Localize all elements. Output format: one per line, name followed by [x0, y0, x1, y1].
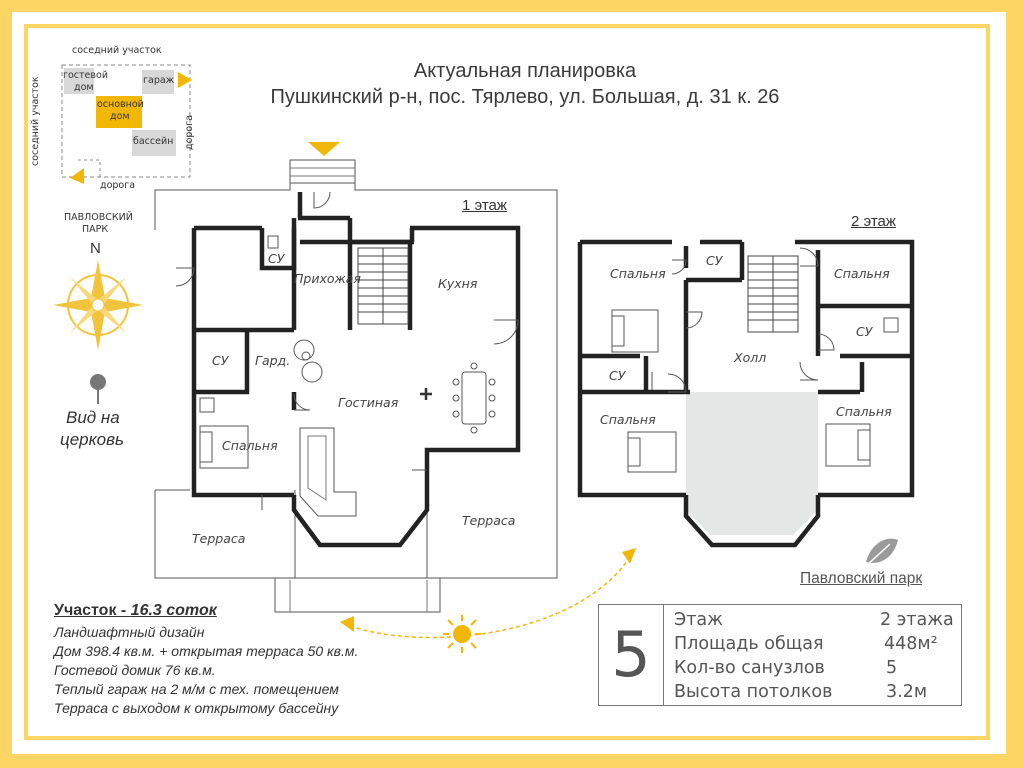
map-road-right: дорога [184, 114, 195, 150]
compass-rose-icon [53, 260, 143, 350]
stat-label-bathrooms: Кол-во санузлов [674, 658, 825, 678]
white-panel [12, 12, 1006, 754]
f1-terrace-right: Терраса [462, 513, 516, 528]
floor2-plan [577, 239, 915, 548]
f2-hall: Холл [734, 350, 767, 365]
church-label-1: Вид на [66, 408, 120, 427]
map-pin-icon [90, 374, 106, 404]
map-road-bottom: дорога [100, 180, 136, 191]
stat-value-ceiling: 3.2м [886, 682, 928, 702]
map-park-1: ПАВЛОВСКИЙ [64, 212, 133, 223]
stairs-floor2 [747, 255, 799, 333]
plot-line-4: Теплый гараж на 2 м/м с тех. помещением [54, 681, 339, 697]
stat-value-area: 448м² [884, 634, 938, 654]
plot-line-2: Дом 398.4 кв.м. + открытая терраса 50 кв… [54, 643, 359, 659]
page-title: Актуальная планировка [413, 60, 637, 82]
map-guest-house-1: гостевой [63, 70, 108, 81]
bed-floor1 [199, 425, 249, 469]
plot-heading-value: 16.3 соток [130, 602, 217, 619]
entrance-arrow-icon [308, 142, 340, 156]
f2-su-right: СУ [856, 324, 873, 339]
map-neighbor-top: соседний участок [72, 45, 162, 56]
f1-wardrobe: Гард. [255, 353, 291, 368]
stat-label-area: Площадь общая [674, 634, 824, 654]
plot-line-3: Гостевой домик 76 кв.м. [54, 662, 216, 678]
stat-label-ceiling: Высота потолков [674, 682, 833, 702]
map-main-house-2: дом [110, 111, 130, 122]
view-arrow-icon [178, 72, 192, 88]
stat-value-floors: 2 этажа [880, 610, 954, 630]
plot-heading: Участок - 16.3 соток [54, 602, 217, 620]
inner-yellow-frame [24, 24, 990, 740]
stat-label-floors: Этаж [674, 610, 723, 630]
f1-terrace-left: Терраса [192, 531, 246, 546]
plot-line-1: Ландшафтный дизайн [54, 624, 205, 640]
f1-su1: СУ [268, 251, 285, 266]
sun-icon [443, 615, 481, 653]
stat-value-bathrooms: 5 [886, 658, 898, 678]
plot-line-5: Терраса с выходом к открытому бассейну [54, 700, 339, 716]
map-pool: бассейн [133, 136, 174, 147]
f1-bedroom: Спальня [222, 438, 278, 453]
f2-su-top: СУ [706, 253, 723, 268]
floor2-label: 2 этаж [851, 213, 896, 230]
site-map [61, 64, 192, 184]
plot-heading-prefix: Участок - [54, 602, 131, 619]
f2-su-left: СУ [609, 368, 626, 383]
entry-arrow-icon [70, 168, 84, 184]
map-park-2: ПАРК [82, 224, 109, 235]
fireplace-mark [420, 388, 432, 400]
f1-su2: СУ [212, 353, 229, 368]
stairs-floor1 [357, 247, 409, 325]
dining-table [452, 362, 496, 434]
armchairs [293, 339, 323, 383]
beds-floor2 [611, 309, 871, 473]
map-guest-house-2: дом [74, 82, 94, 93]
leaf-icon [865, 538, 898, 567]
f1-hall: Прихожая [294, 271, 361, 286]
map-main-house-1: основной [97, 99, 144, 110]
church-label-2: церковь [60, 430, 124, 449]
f2-bedroom-bl: Спальня [600, 412, 656, 427]
floor1-label: 1 этаж [462, 197, 507, 214]
page-address: Пушкинский р-н, пос. Тярлево, ул. Больша… [270, 86, 780, 108]
f2-bedroom-tr: Спальня [834, 266, 890, 281]
f2-bedroom-br: Спальня [836, 404, 892, 419]
f2-bedroom-tl: Спальня [610, 266, 666, 281]
f1-living: Гостиная [338, 395, 399, 410]
map-neighbor-left: соседний участок [30, 76, 41, 166]
sofa [299, 427, 357, 517]
stats-box: 5 [598, 604, 962, 706]
park-label: Павловский парк [800, 570, 923, 587]
sun-path [340, 548, 636, 639]
stats-number: 5 [599, 605, 664, 705]
f1-kitchen: Кухня [438, 276, 478, 291]
map-garage: гараж [143, 75, 175, 86]
floor1-plan [154, 142, 558, 613]
compass-north-label: N [90, 240, 101, 257]
